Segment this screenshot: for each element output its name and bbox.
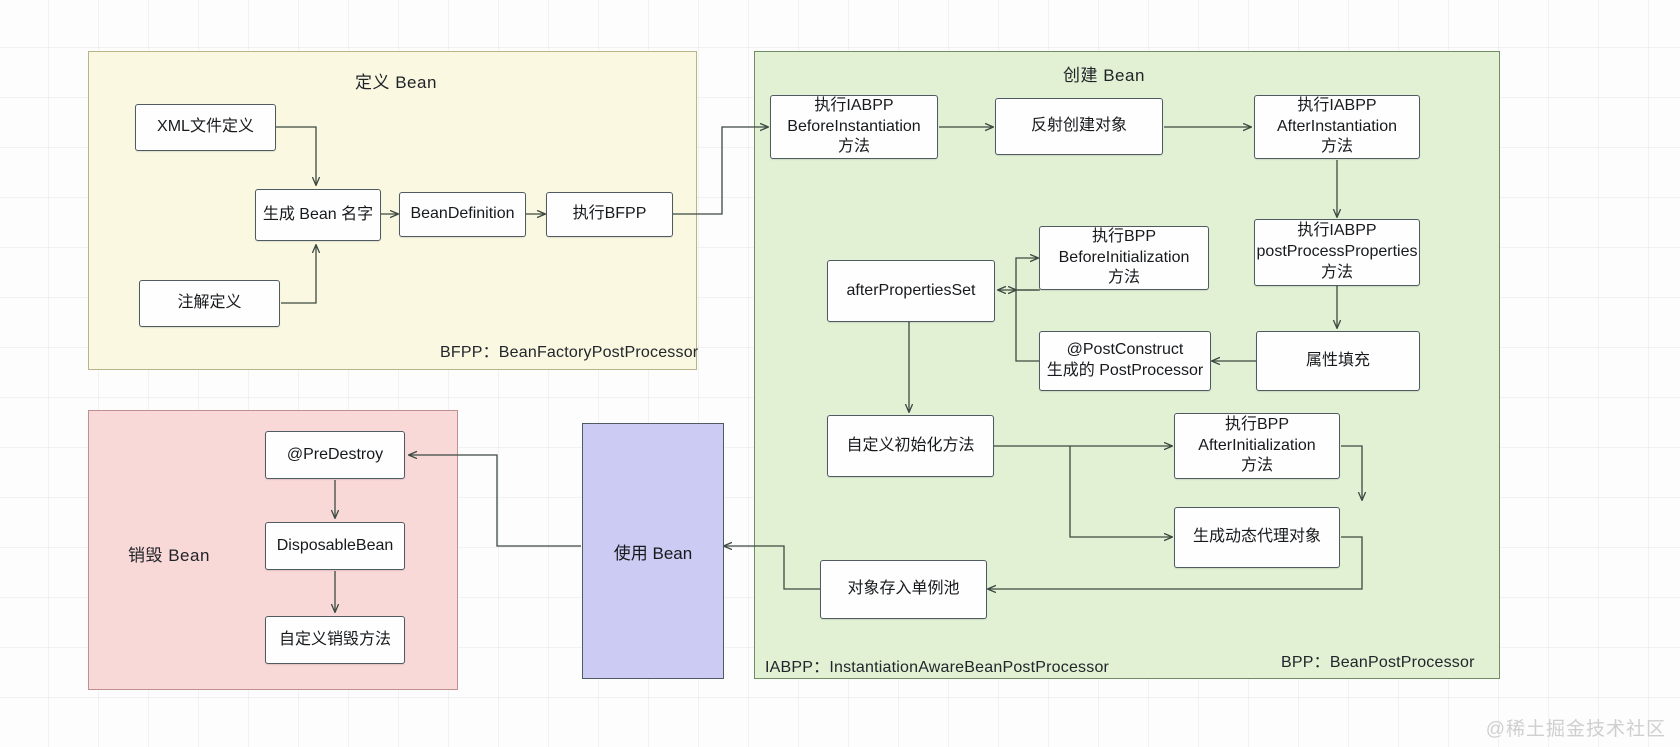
group-legend-bfpp: BFPP：BeanFactoryPostProcessor: [440, 344, 699, 361]
node-after-properties-set-label: afterPropertiesSet: [846, 281, 976, 299]
node-iabpp-after-instantiation[interactable]: 执行IABPP AfterInstantiation 方法: [1254, 95, 1420, 159]
node-bpp-before-initialization[interactable]: 执行BPP BeforeInitialization 方法: [1039, 226, 1209, 290]
node-generate-bean-name-label: 生成 Bean 名字: [262, 205, 374, 223]
node-annotation-define-label: 注解定义: [177, 294, 242, 312]
group-legend-iabpp: IABPP：InstantiationAwareBeanPostProcesso…: [765, 659, 1110, 676]
node-iabpp-post-process-properties-label: 执行IABPP postProcessProperties 方法: [1256, 222, 1418, 281]
node-use-bean-label: 使用 Bean: [613, 543, 693, 563]
node-exec-bfpp-label: 执行BFPP: [572, 205, 647, 223]
node-after-properties-set[interactable]: afterPropertiesSet: [827, 260, 995, 322]
node-custom-init-method-label: 自定义初始化方法: [846, 436, 975, 454]
group-title-define: 定义 Bean: [355, 73, 437, 92]
node-store-in-singleton-pool[interactable]: 对象存入单例池: [820, 560, 987, 619]
node-reflect-create-object-label: 反射创建对象: [1030, 117, 1127, 135]
node-disposable-bean-label: DisposableBean: [276, 536, 394, 554]
node-custom-init-method[interactable]: 自定义初始化方法: [827, 415, 994, 477]
node-annotation-define[interactable]: 注解定义: [139, 280, 280, 327]
node-disposable-bean[interactable]: DisposableBean: [265, 522, 405, 570]
node-bpp-after-initialization[interactable]: 执行BPP AfterInitialization 方法: [1174, 413, 1340, 479]
group-legend-bpp: BPP：BeanPostProcessor: [1281, 654, 1475, 671]
node-populate-properties[interactable]: 属性填充: [1256, 331, 1420, 391]
node-store-in-singleton-pool-label: 对象存入单例池: [847, 580, 960, 598]
node-iabpp-before-instantiation-label: 执行IABPP BeforeInstantiation 方法: [787, 96, 921, 156]
node-pre-destroy-label: @PreDestroy: [286, 445, 384, 463]
node-reflect-create-object[interactable]: 反射创建对象: [995, 98, 1163, 155]
node-generate-dynamic-proxy[interactable]: 生成动态代理对象: [1174, 507, 1340, 568]
group-title-create: 创建 Bean: [1063, 66, 1145, 85]
node-populate-properties-label: 属性填充: [1305, 351, 1370, 369]
node-custom-destroy-method-label: 自定义销毁方法: [278, 630, 391, 648]
watermark: @稀土掘金技术社区: [1485, 719, 1666, 740]
node-custom-destroy-method[interactable]: 自定义销毁方法: [265, 616, 405, 664]
node-iabpp-after-instantiation-label: 执行IABPP AfterInstantiation 方法: [1276, 96, 1398, 156]
node-generate-dynamic-proxy-label: 生成动态代理对象: [1192, 528, 1321, 546]
node-pre-destroy[interactable]: @PreDestroy: [265, 431, 405, 479]
node-bean-definition-label: BeanDefinition: [410, 205, 515, 223]
node-post-construct-processor-label: @PostConstruct 生成的 PostProcessor: [1046, 341, 1204, 379]
node-post-construct-processor[interactable]: @PostConstruct 生成的 PostProcessor: [1039, 331, 1211, 391]
node-bean-definition[interactable]: BeanDefinition: [399, 192, 526, 237]
node-iabpp-before-instantiation[interactable]: 执行IABPP BeforeInstantiation 方法: [770, 95, 938, 159]
node-use-bean[interactable]: 使用 Bean: [582, 423, 724, 679]
node-generate-bean-name[interactable]: 生成 Bean 名字: [255, 189, 381, 241]
node-iabpp-post-process-properties[interactable]: 执行IABPP postProcessProperties 方法: [1254, 219, 1420, 286]
node-xml-define[interactable]: XML文件定义: [135, 104, 276, 151]
node-exec-bfpp[interactable]: 执行BFPP: [546, 192, 673, 237]
node-bpp-after-initialization-label: 执行BPP AfterInitialization 方法: [1198, 415, 1316, 475]
group-title-destroy: 销毁 Bean: [128, 546, 210, 565]
node-xml-define-label: XML文件定义: [157, 118, 254, 136]
node-bpp-before-initialization-label: 执行BPP BeforeInitialization 方法: [1058, 227, 1190, 287]
